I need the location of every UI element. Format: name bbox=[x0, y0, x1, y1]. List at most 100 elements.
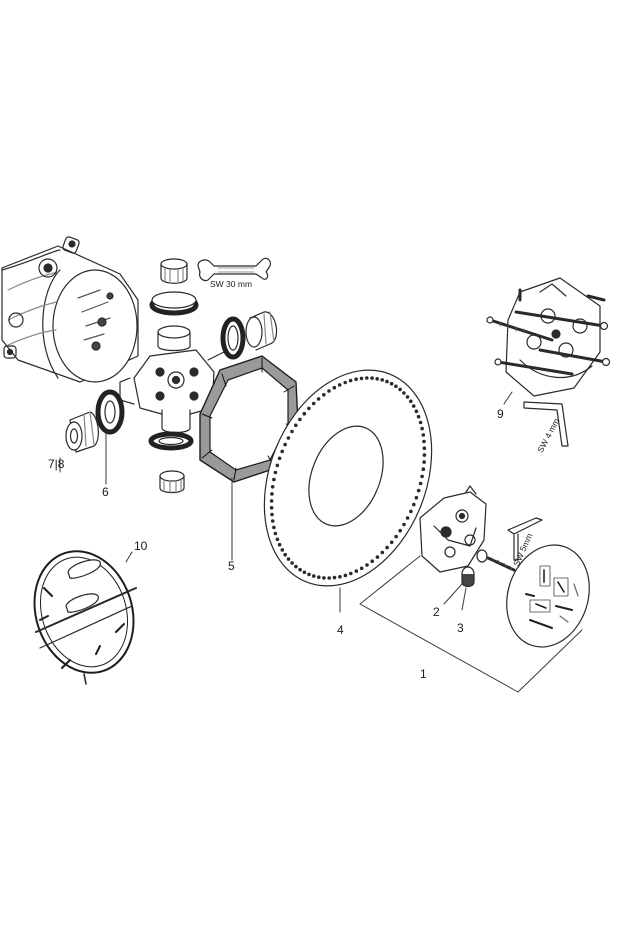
rosette-hole bbox=[354, 377, 358, 382]
rosette-hole bbox=[422, 453, 427, 457]
rosette-hole bbox=[273, 531, 278, 536]
rosette-hole bbox=[416, 414, 421, 419]
rosette-hole bbox=[269, 499, 274, 503]
rosette-hole bbox=[322, 576, 326, 580]
rosette-hole bbox=[398, 387, 402, 392]
rosette-hole bbox=[420, 426, 424, 431]
rosette-hole bbox=[354, 569, 359, 573]
rosette-hole bbox=[422, 460, 426, 464]
rosette-hole bbox=[317, 575, 321, 579]
seal-ring-6 bbox=[95, 389, 125, 435]
rosette-hole bbox=[394, 384, 398, 389]
rosette-hole bbox=[422, 446, 427, 451]
valve-body bbox=[119, 349, 229, 434]
rosette-hole bbox=[375, 555, 380, 559]
installation-aid-10 bbox=[33, 550, 137, 685]
rosette-hole bbox=[421, 467, 426, 472]
rosette-hole bbox=[385, 379, 389, 384]
base-plate-9 bbox=[486, 277, 611, 397]
rosette-hole bbox=[375, 377, 380, 381]
rosette-hole bbox=[365, 563, 369, 567]
rosette-hole bbox=[283, 442, 287, 447]
rosette-hole bbox=[286, 557, 291, 561]
rosette-plate-4 bbox=[263, 369, 433, 587]
rosette-hole bbox=[370, 376, 374, 380]
rosette-hole bbox=[359, 376, 364, 381]
rosette-hole bbox=[405, 516, 410, 520]
rough-in-housing bbox=[1, 236, 139, 383]
rosette-hole bbox=[349, 571, 353, 576]
label-1: 1 bbox=[420, 667, 427, 681]
rosette-hole bbox=[343, 573, 348, 578]
rosette-hole bbox=[421, 433, 426, 437]
label-4: 4 bbox=[337, 623, 344, 637]
rosette-hole bbox=[409, 509, 413, 514]
rosette-hole bbox=[311, 401, 316, 406]
rosette-hole bbox=[412, 502, 416, 507]
rosette-hole bbox=[338, 575, 342, 579]
rosette-hole bbox=[409, 399, 413, 404]
leader-lines bbox=[59, 391, 583, 693]
rosette-hole bbox=[332, 385, 337, 390]
rosette-hole bbox=[294, 423, 298, 428]
rosette-hole bbox=[359, 566, 364, 571]
rosette-hole bbox=[294, 564, 298, 569]
rosette-hole bbox=[414, 409, 419, 414]
rosette-hole bbox=[418, 420, 423, 425]
rosette-hole bbox=[370, 559, 375, 563]
rosette-hole bbox=[273, 470, 278, 475]
rosette-hole bbox=[337, 383, 342, 387]
rosette-hole bbox=[327, 389, 331, 393]
rosette-hole bbox=[332, 575, 337, 580]
label-2: 2 bbox=[433, 605, 440, 619]
rosette-hole bbox=[398, 528, 403, 533]
rosette-hole bbox=[312, 574, 316, 578]
rosette-hole bbox=[380, 550, 385, 555]
fitting-stack-top bbox=[149, 258, 199, 352]
rosette-hole bbox=[343, 380, 348, 385]
rosette-hole bbox=[272, 477, 276, 482]
label-7-8: 7|8 bbox=[48, 457, 65, 471]
rosette-hole bbox=[385, 545, 389, 550]
screw-3 bbox=[476, 549, 516, 572]
label-9: 9 bbox=[497, 407, 504, 421]
rosette-hole bbox=[307, 572, 311, 577]
rosette-hole bbox=[272, 525, 276, 530]
mounting-frame-5 bbox=[199, 355, 299, 483]
rosette-hole bbox=[402, 522, 406, 527]
rosette-hole bbox=[365, 376, 369, 380]
rosette-hole bbox=[405, 395, 410, 399]
rosette-hole bbox=[298, 567, 302, 572]
rosette-hole bbox=[389, 381, 394, 386]
rosette-hole bbox=[275, 463, 280, 468]
rosette-hole bbox=[394, 534, 398, 539]
label-10: 10 bbox=[134, 539, 148, 553]
rosette-hole bbox=[322, 393, 326, 397]
rosette-hole bbox=[420, 474, 424, 479]
hex-key-sw5 bbox=[507, 517, 543, 561]
rosette-hole bbox=[422, 439, 426, 444]
rosette-hole bbox=[307, 406, 311, 411]
instruction-leaflet bbox=[506, 544, 590, 648]
rosette-hole bbox=[270, 519, 275, 523]
rosette-hole bbox=[298, 417, 302, 422]
rosette-hole bbox=[411, 404, 416, 408]
label-wrench-sw30: SW 30 mm bbox=[210, 279, 253, 289]
label-3: 3 bbox=[457, 621, 464, 635]
label-5: 5 bbox=[228, 559, 235, 573]
cartridge-1 bbox=[419, 485, 487, 573]
rosette-hole bbox=[327, 576, 332, 580]
rosette-hole bbox=[269, 506, 274, 510]
rosette-hole bbox=[277, 456, 282, 461]
label-6: 6 bbox=[102, 485, 109, 499]
rosette-hole bbox=[270, 492, 274, 496]
leader-10 bbox=[125, 551, 133, 563]
leader-3 bbox=[461, 587, 467, 611]
rosette-hole bbox=[316, 397, 321, 401]
hex-key-sw4 bbox=[523, 401, 569, 447]
rosette-hole bbox=[302, 570, 307, 575]
rosette-hole bbox=[389, 540, 394, 545]
rosette-hole bbox=[270, 485, 275, 489]
rosette-hole bbox=[280, 548, 285, 552]
